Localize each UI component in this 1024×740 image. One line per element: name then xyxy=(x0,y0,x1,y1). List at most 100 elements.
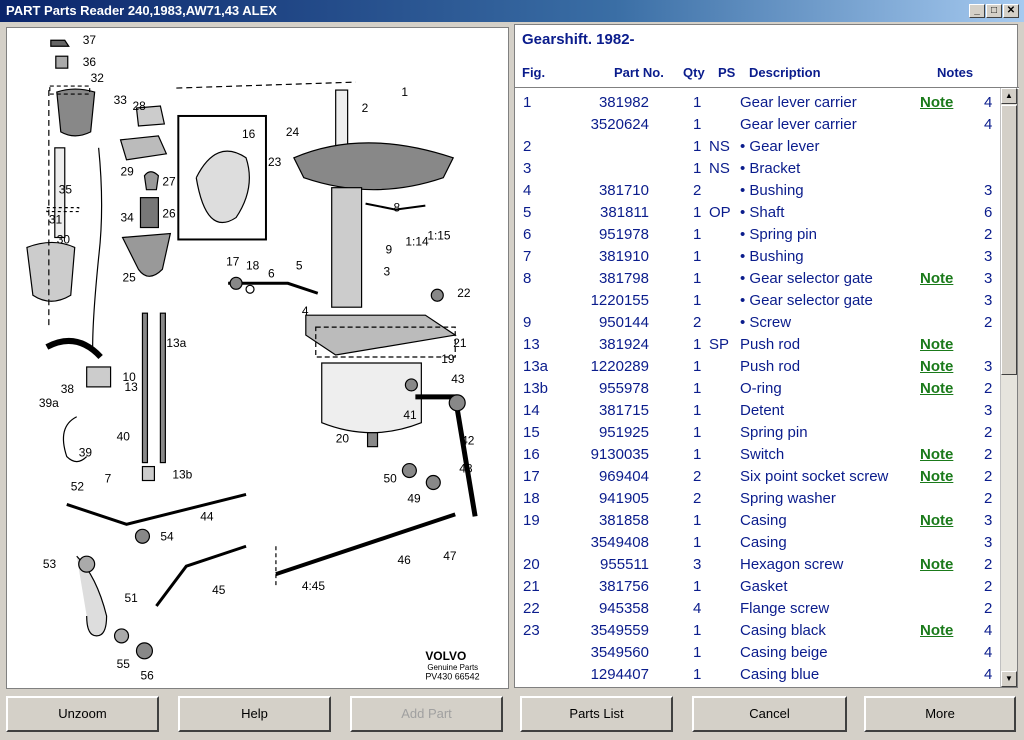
row-part-no: 951925 xyxy=(598,424,649,441)
row-fig: 18 xyxy=(523,490,540,507)
svg-text:13a: 13a xyxy=(166,336,186,350)
header-ps[interactable]: PS xyxy=(718,65,736,80)
parts-list-button[interactable]: Parts List xyxy=(520,696,673,732)
row-note-link[interactable]: Note xyxy=(920,512,954,529)
row-fig: 16 xyxy=(523,446,540,463)
cancel-button[interactable]: Cancel xyxy=(692,696,847,732)
more-button[interactable]: More xyxy=(864,696,1016,732)
scroll-thumb[interactable] xyxy=(1001,105,1017,375)
help-button[interactable]: Help xyxy=(178,696,331,732)
header-description[interactable]: Description xyxy=(749,65,821,80)
header-divider xyxy=(515,87,1019,89)
svg-text:3: 3 xyxy=(383,264,390,278)
row-notes-count: 4 xyxy=(984,116,993,133)
row-note-link[interactable]: Note xyxy=(920,94,954,111)
row-part-no: 950144 xyxy=(598,314,649,331)
row-qty: 1 xyxy=(693,446,702,463)
add-part-button[interactable]: Add Part xyxy=(350,696,503,732)
header-fig[interactable]: Fig. xyxy=(522,65,546,80)
row-notes-count: 3 xyxy=(984,270,993,287)
row-note-link[interactable]: Note xyxy=(920,270,954,287)
title-bar: PART Parts Reader 240,1983,AW71,43 ALEX … xyxy=(0,0,1024,22)
row-fig: 9 xyxy=(523,314,532,331)
row-note-link[interactable]: Note xyxy=(920,446,954,463)
svg-text:43: 43 xyxy=(451,372,465,386)
row-notes-count: 2 xyxy=(984,556,993,573)
row-fig: 17 xyxy=(523,468,540,485)
svg-text:54: 54 xyxy=(160,529,174,543)
header-qty[interactable]: Qty xyxy=(683,65,705,80)
header-part-no[interactable]: Part No. xyxy=(614,65,664,80)
unzoom-button[interactable]: Unzoom xyxy=(6,696,159,732)
vertical-scrollbar[interactable]: ▲ ▼ xyxy=(1000,88,1017,687)
row-notes-count: 3 xyxy=(984,534,993,551)
row-notes-count: 3 xyxy=(984,402,993,419)
row-notes-count: 3 xyxy=(984,358,993,375)
svg-text:56: 56 xyxy=(140,669,154,683)
svg-text:1:15: 1:15 xyxy=(427,228,451,242)
row-qty: 1 xyxy=(693,138,702,155)
row-part-no: 1220155 xyxy=(590,292,649,309)
svg-text:10: 10 xyxy=(123,370,137,384)
svg-text:39a: 39a xyxy=(39,396,59,410)
scroll-down-icon[interactable]: ▼ xyxy=(1001,671,1017,687)
parts-group-title: Gearshift. 1982- xyxy=(522,31,635,48)
row-fig: 22 xyxy=(523,600,540,617)
row-qty: 3 xyxy=(693,556,702,573)
row-fig: 13 xyxy=(523,336,540,353)
row-note-link[interactable]: Note xyxy=(920,336,954,353)
row-part-no: 381715 xyxy=(598,402,649,419)
row-note-link[interactable]: Note xyxy=(920,358,954,375)
svg-text:1:14: 1:14 xyxy=(405,234,429,248)
row-notes-count: 6 xyxy=(984,204,993,221)
scroll-up-icon[interactable]: ▲ xyxy=(1001,88,1017,104)
svg-text:37: 37 xyxy=(83,33,97,47)
minimize-button[interactable]: _ xyxy=(969,4,985,18)
header-notes[interactable]: Notes xyxy=(937,65,974,80)
row-fig: 3 xyxy=(523,160,532,177)
close-button[interactable]: ✕ xyxy=(1003,4,1019,18)
maximize-button[interactable]: □ xyxy=(986,4,1002,18)
row-description: Gear lever carrier xyxy=(740,94,857,111)
row-part-no: 381858 xyxy=(598,512,649,529)
row-note-link[interactable]: Note xyxy=(920,468,954,485)
row-part-no: 3549559 xyxy=(590,622,649,639)
svg-text:26: 26 xyxy=(162,207,176,221)
row-note-link[interactable]: Note xyxy=(920,380,954,397)
row-qty: 1 xyxy=(693,94,702,111)
volvo-logo: VOLVO xyxy=(425,649,466,663)
row-note-link[interactable]: Note xyxy=(920,556,954,573)
row-description: Detent xyxy=(740,402,785,419)
row-notes-count: 4 xyxy=(984,666,993,683)
row-note-link[interactable]: Note xyxy=(920,622,954,639)
